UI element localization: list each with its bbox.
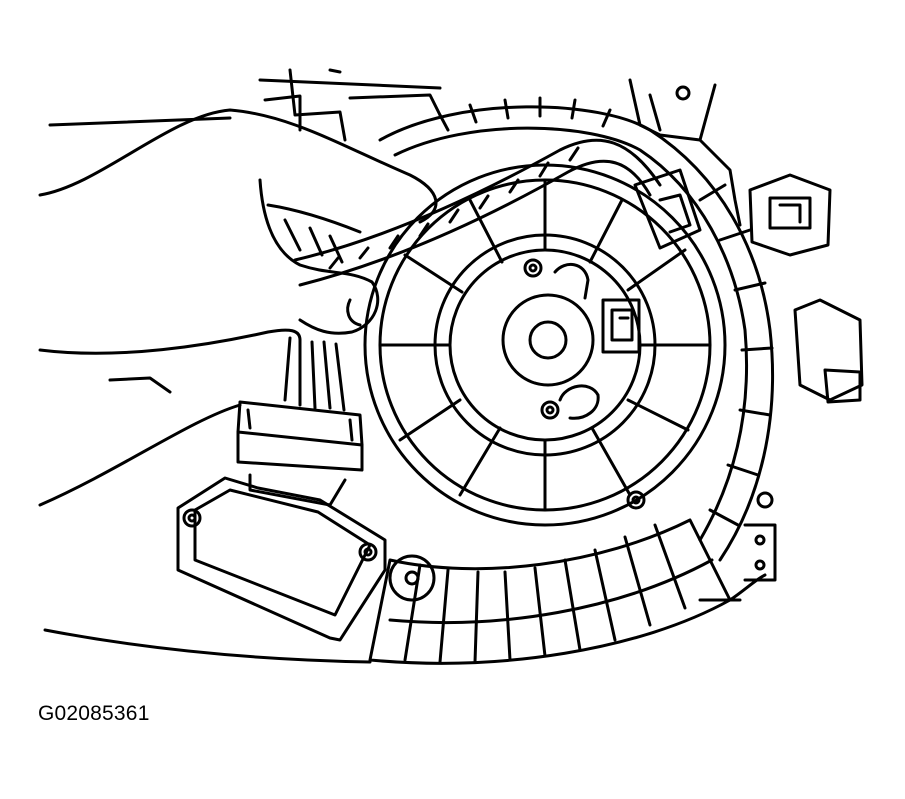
right-connector-lower [793, 298, 864, 404]
housing-bracket [48, 68, 742, 227]
hub-connector [601, 298, 641, 354]
right-connector-upper [748, 173, 832, 257]
hand [38, 108, 438, 507]
wire-harness [293, 138, 702, 287]
blower-motor-illustration [38, 68, 864, 665]
harness-connector [236, 336, 364, 472]
motor-hub [501, 258, 774, 510]
resistor-module [176, 473, 436, 642]
scroll-housing [368, 96, 775, 665]
lower-housing-edge [43, 573, 767, 664]
mount-tab [743, 523, 777, 582]
figure-id-label: G02085361 [38, 702, 150, 725]
